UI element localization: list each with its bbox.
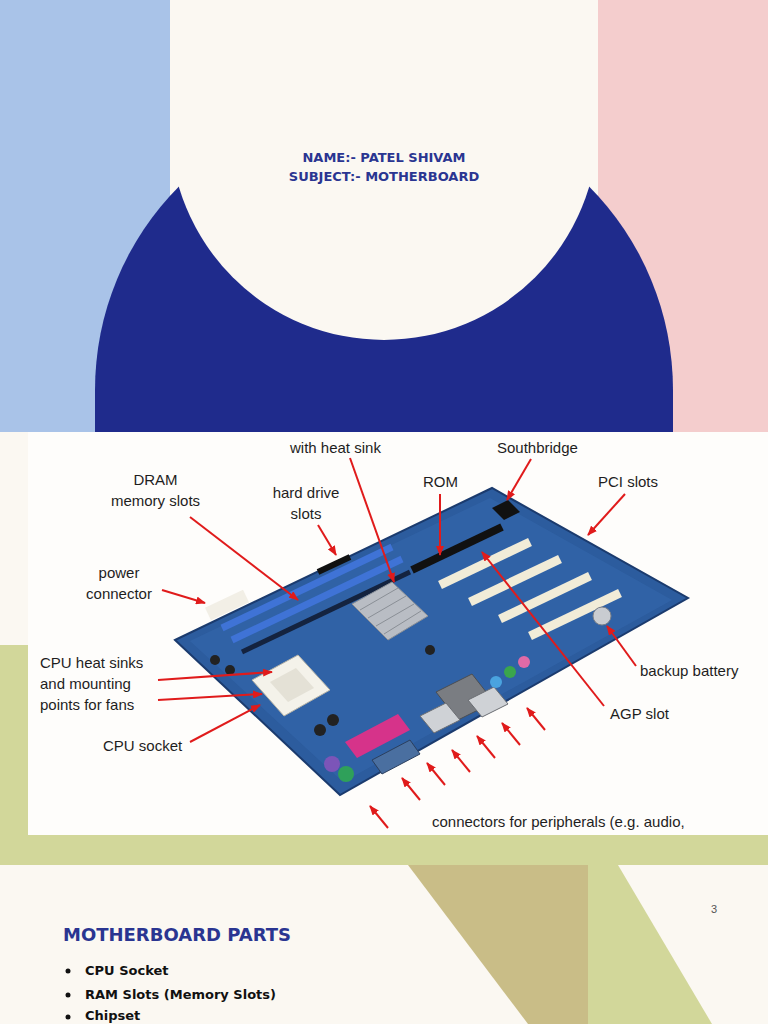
motherboard-illustration [175,488,688,795]
bullet-item: RAM Slots (Memory Slots) [85,987,276,1003]
leader-arrow [318,525,336,555]
part-label: CPU heat sinks and mounting points for f… [40,652,154,715]
bullet-item: Chipset [85,1008,140,1024]
bullet-dot [66,1015,71,1020]
motherboard-illustration [372,740,420,774]
leader-arrow [190,517,298,600]
motherboard-illustration [338,766,354,782]
part-label: Southbridge [497,437,578,458]
motherboard-illustration [468,687,508,717]
leader-arrow [607,626,636,666]
bullet-dot [66,993,71,998]
part-label: hard drive slots [265,482,347,524]
motherboard-illustration [425,645,435,655]
part-label: connectors for peripherals (e.g. audio, [432,811,685,832]
leader-arrow [527,708,545,730]
parts-slide-ground [408,865,588,1024]
title-line: SUBJECT:- MOTHERBOARD [170,167,598,186]
leader-arrow [370,806,388,828]
title-slide-ground [0,0,768,432]
leader-arrow [162,590,205,603]
title-text-group: NAME:- PATEL SHIVAMSUBJECT:- MOTHERBOARD [170,148,598,186]
parts-slide-ground [0,835,768,1024]
leader-arrow [158,694,262,700]
bullet-item: CPU Socket [85,963,168,979]
motherboard-illustration [360,588,398,610]
motherboard-illustration [225,665,235,675]
motherboard-illustration [210,655,220,665]
photo-slide-ground [0,432,28,645]
motherboard-illustration [384,611,421,634]
motherboard-illustration [490,676,502,688]
title-circle: NAME:- PATEL SHIVAMSUBJECT:- MOTHERBOARD [170,0,598,340]
motherboard-illustration [208,596,246,614]
photo-slide-ground [0,432,768,835]
page-number: 3 [711,902,717,916]
motherboard-illustration [368,596,406,618]
leader-arrow [588,494,625,535]
motherboard-illustration [190,498,672,782]
leader-arrow [190,705,260,742]
leader-arrow [439,494,441,555]
motherboard-illustration [518,656,530,668]
parts-slide-ground [0,835,768,865]
part-label: with heat sink [290,437,381,458]
leader-arrow [482,552,604,706]
slide-heading: MOTHERBOARD PARTS [63,924,291,946]
leader-arrow [158,672,272,680]
motherboard-illustration [492,500,520,520]
parts-slide-ground [618,865,768,1024]
motherboard-illustration [324,756,340,772]
motherboard-illustration [352,582,428,640]
leader-arrow [502,723,520,745]
leader-arrow [350,458,394,582]
motherboard-illustration [175,488,688,795]
motherboard-illustration [504,666,516,678]
bullet-dot [66,969,71,1020]
part-label: CPU socket [103,735,182,756]
circle-fill [170,0,598,340]
leader-arrow [427,763,445,785]
part-label: PCI slots [598,471,658,492]
part-label: power connector [78,562,160,604]
motherboard-illustration [314,724,326,736]
photo-slide-ground [28,432,768,835]
parts-slide-ground [0,865,768,1024]
motherboard-illustration [593,607,611,625]
leader-arrow [477,736,495,758]
motherboard-illustration [270,668,314,702]
part-label: backup battery [640,660,738,681]
motherboard-illustration [318,557,350,572]
part-label: ROM [423,471,458,492]
motherboard-illustration [420,703,460,733]
motherboard-illustration [252,655,330,716]
motherboard-illustration [327,714,339,726]
bullet-dot [66,969,71,974]
parts-slide-ground [588,865,768,1024]
leader-arrow [452,750,470,772]
title-slide-ground [0,0,768,432]
part-label: DRAM memory slots [108,469,203,511]
photo-slide-ground [0,645,28,835]
leader-arrow [402,778,420,800]
leader-arrow [507,459,531,500]
title-line: NAME:- PATEL SHIVAM [170,148,598,167]
part-label: AGP slot [610,703,669,724]
leader-arrow [158,458,636,828]
motherboard-illustration [376,604,414,626]
